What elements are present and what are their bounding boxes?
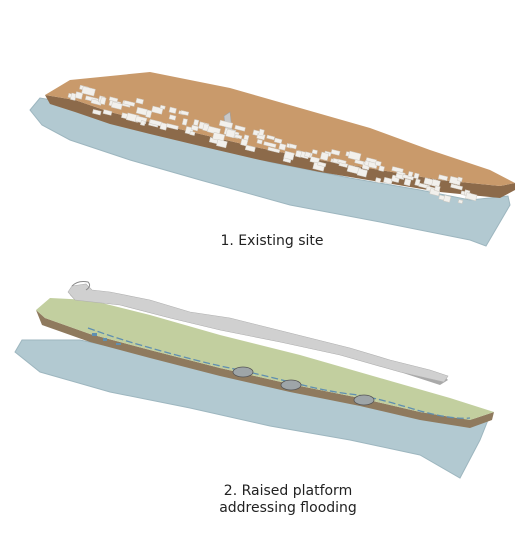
building <box>319 151 330 161</box>
building <box>140 120 146 126</box>
building <box>216 139 228 149</box>
ground-edge <box>45 95 515 198</box>
building <box>367 161 378 169</box>
building <box>267 146 281 154</box>
building <box>413 172 420 180</box>
building <box>207 125 221 135</box>
building <box>374 177 382 184</box>
caption-raised-platform: 2. Raised platform addressing flooding <box>24 483 528 517</box>
building <box>74 91 84 100</box>
building <box>374 160 382 167</box>
building <box>102 109 113 116</box>
building <box>347 150 362 162</box>
building <box>123 100 136 107</box>
building <box>258 128 265 137</box>
building <box>457 176 463 182</box>
building <box>438 174 449 181</box>
building <box>465 192 478 202</box>
canal-marks <box>92 333 121 345</box>
pool-3 <box>353 394 375 406</box>
building <box>288 143 297 150</box>
raised-slab <box>67 283 449 383</box>
building <box>180 110 190 116</box>
building <box>407 171 414 178</box>
building <box>108 96 119 103</box>
building <box>81 85 96 97</box>
building <box>263 141 277 149</box>
building <box>443 194 452 203</box>
building <box>434 185 441 192</box>
building <box>256 138 263 145</box>
building <box>356 168 368 178</box>
building <box>193 119 200 126</box>
building <box>311 149 318 155</box>
building <box>225 128 236 139</box>
building <box>330 149 341 156</box>
building <box>99 96 107 105</box>
panel-existing-site <box>29 72 515 247</box>
building <box>110 101 123 110</box>
building <box>414 178 421 187</box>
building <box>190 124 199 132</box>
building <box>168 114 177 121</box>
panel-raised-platform <box>14 281 494 479</box>
building <box>168 106 177 114</box>
caption-line: 2. Raised platform <box>223 483 353 499</box>
platform-surface <box>36 298 494 420</box>
caption-line: addressing flooding <box>219 500 357 516</box>
building <box>317 161 327 168</box>
caption-line: 1. Existing site <box>220 233 324 249</box>
canal <box>87 327 471 419</box>
building <box>234 133 243 140</box>
building <box>450 183 463 191</box>
slab-hook <box>71 281 91 291</box>
building <box>240 138 249 147</box>
building <box>234 124 246 132</box>
building <box>403 178 412 187</box>
building <box>337 158 347 165</box>
building <box>92 109 102 116</box>
building <box>378 165 385 172</box>
building <box>159 104 166 110</box>
building <box>135 97 144 105</box>
building <box>383 176 393 185</box>
building <box>145 109 153 119</box>
building <box>304 151 311 158</box>
building <box>294 150 303 158</box>
building <box>166 123 179 131</box>
building <box>189 130 196 136</box>
building <box>244 144 256 153</box>
pool-1 <box>232 366 254 378</box>
building <box>218 119 234 129</box>
buildings-cluster <box>67 84 478 204</box>
building <box>266 134 275 141</box>
building <box>181 118 188 126</box>
pool-2 <box>280 379 302 391</box>
building <box>273 137 283 144</box>
building <box>283 150 295 161</box>
caption-existing-site: 1. Existing site <box>8 233 528 250</box>
ground-surface <box>45 72 515 186</box>
building <box>457 199 464 204</box>
building <box>278 143 287 151</box>
